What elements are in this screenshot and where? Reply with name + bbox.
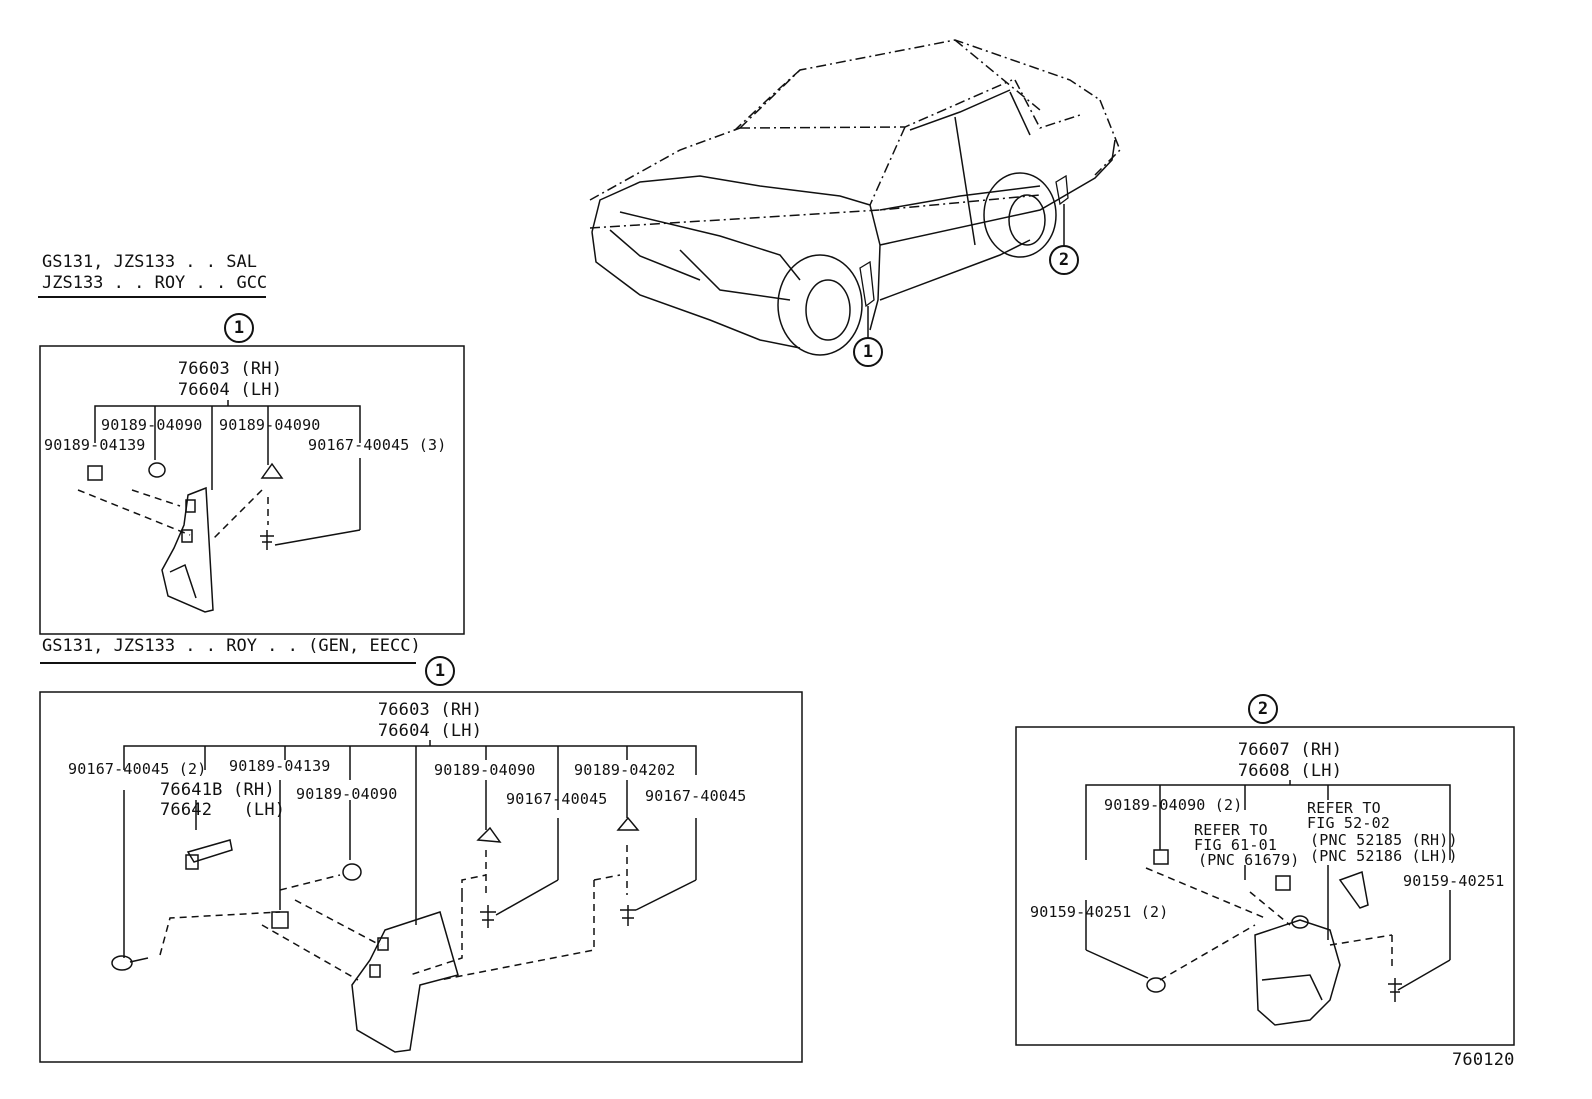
box2-label: 90167-40045 xyxy=(506,790,608,808)
box2-part-lh: 76604 (LH) xyxy=(377,721,483,741)
box-1 xyxy=(38,296,465,664)
box1-label: 90167-40045 (3) xyxy=(308,436,447,454)
callout-1-car: 1 xyxy=(853,337,883,367)
box3-label: REFER TO xyxy=(1307,799,1381,817)
callout-1-box2: 1 xyxy=(425,656,455,686)
box1-part-rh: 76603 (RH) xyxy=(177,359,283,379)
car-illustration xyxy=(589,39,1121,356)
box2-label: 90189-04090 xyxy=(296,785,398,803)
box2-label: 76641B (RH) xyxy=(160,780,275,800)
box2-label: 90189-04202 xyxy=(574,761,676,779)
box3-label: FIG 52-02 xyxy=(1307,814,1391,832)
callout-2-car: 2 xyxy=(1049,245,1079,275)
box3-label: (PNC 52186 (LH)) xyxy=(1310,847,1458,865)
box2-label: 90167-40045 (2) xyxy=(68,760,207,778)
box2-label: 90189-04139 xyxy=(229,757,331,775)
box2-label: 76642 (LH) xyxy=(160,800,286,820)
box3-part-lh: 76608 (LH) xyxy=(1237,761,1343,781)
box1-part-lh: 76604 (LH) xyxy=(177,380,283,400)
box3-label: (PNC 52185 (RH)) xyxy=(1310,831,1458,849)
model-header-line-2: JZS133 . . ROY . . GCC xyxy=(42,273,268,293)
box1-label: 90189-04139 xyxy=(44,436,146,454)
box3-label: REFER TO xyxy=(1194,821,1268,839)
box2-part-rh: 76603 (RH) xyxy=(377,700,483,720)
box1-label: 90189-04090 xyxy=(101,416,203,434)
callout-2-box3: 2 xyxy=(1248,694,1278,724)
box2-label: 90189-04090 xyxy=(434,761,536,779)
model-header-gen: GS131, JZS133 . . ROY . . (GEN, EECC) xyxy=(42,636,421,656)
box-2 xyxy=(39,691,803,1063)
box2-label: 90167-40045 xyxy=(645,787,747,805)
box3-part-rh: 76607 (RH) xyxy=(1237,740,1343,760)
box3-label: 90159-40251 (2) xyxy=(1030,903,1169,921)
box3-label: (PNC 61679) xyxy=(1198,851,1300,869)
model-header-line-1: GS131, JZS133 . . SAL xyxy=(42,252,257,272)
box3-label: 90159-40251 xyxy=(1403,872,1505,890)
callout-1-box1: 1 xyxy=(224,313,254,343)
box3-label: 90189-04090 (2) xyxy=(1104,796,1243,814)
box1-label: 90189-04090 xyxy=(219,416,321,434)
box-3 xyxy=(1015,726,1515,1046)
figure-number: 760120 xyxy=(1452,1050,1515,1070)
box3-label: FIG 61-01 xyxy=(1194,836,1278,854)
